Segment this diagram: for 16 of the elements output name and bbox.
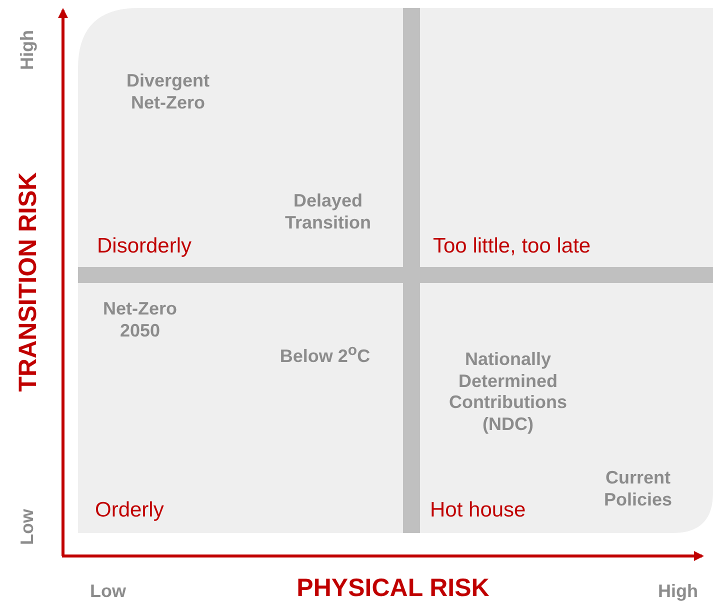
axis-tick-label: Low [90,581,126,603]
axis-tick-label: Low [17,509,38,545]
axis-tick-label: High [658,581,698,603]
scenario-label: Below 2$^{o}$C [280,342,370,368]
quadrant-label: Hot house [430,497,526,523]
axis-title: PHYSICAL RISK [296,573,490,603]
scenario-label: Net-Zero 2050 [102,298,178,342]
quadrant-label: Disorderly [97,233,192,259]
axis-title: TRANSITION RISK [13,172,43,392]
scenario-label: Delayed Transition [284,190,372,234]
scenario-label: Nationally Determined Contributions (NDC) [448,348,568,436]
scenario-label: Divergent Net-Zero [125,70,211,114]
quadrant-label: Orderly [95,497,164,523]
scenario-label: Current Policies [602,467,674,511]
quadrant-label: Too little, too late [433,233,591,259]
axis-tick-label: High [17,30,38,70]
